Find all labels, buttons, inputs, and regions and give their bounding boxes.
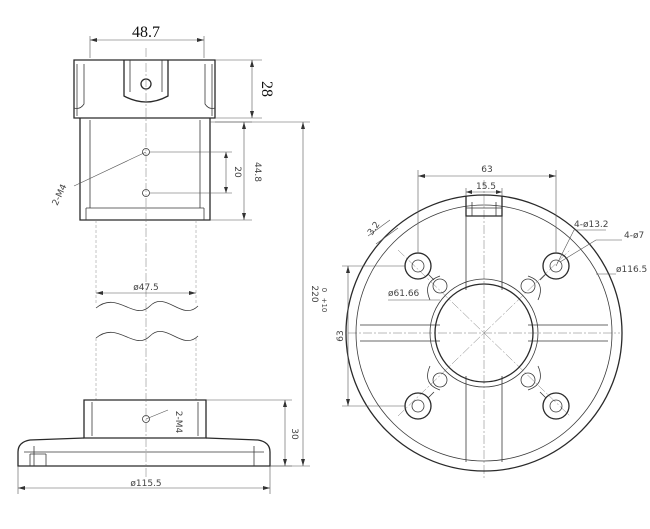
top-slot-inner: [466, 202, 502, 216]
head-inner-line: [76, 64, 213, 116]
top-holes-label: 2-M4: [51, 183, 70, 208]
dim-base-height-label: 30: [289, 428, 299, 440]
ribs: [360, 216, 608, 462]
outer-flange: [345, 194, 623, 472]
dim-hole-spacing-label: 20: [232, 166, 242, 178]
dim-base-diameter-label: ø115.5: [130, 479, 161, 489]
dim-base-diameter: [17, 466, 271, 494]
side-view: 48.7 28 44.8 20 2-M4 ø47.5 220 +10 0 2-M…: [17, 24, 328, 494]
chamfer-label: 3.2: [366, 220, 382, 237]
base-boss-outline: [83, 399, 207, 439]
dim-base-height: [206, 399, 292, 467]
head-fillets: [73, 64, 216, 109]
bore-notch-tr: [520, 278, 536, 294]
plan-diagonal-1: [397, 249, 571, 417]
break-line-lower: [95, 330, 199, 342]
dim-total-height-label: 220: [309, 285, 319, 302]
bore-notch-bl: [432, 372, 448, 388]
top-slot: [465, 196, 503, 217]
dim-top-width: [89, 36, 205, 58]
base-flange-inner: [24, 446, 264, 466]
bore-diameter-label: ø61.66: [388, 289, 420, 299]
dim-tube-diameter-label: ø47.5: [133, 283, 159, 293]
dim-bolt-spacing-label: 63: [336, 330, 346, 341]
collar-inner: [86, 120, 204, 209]
dim-total-height-tol-upper: +10: [320, 298, 328, 313]
mount-holes-label: 4-ø13.2: [574, 220, 609, 230]
center-bore-chamfer: [429, 278, 539, 388]
base-hole-leader: [145, 409, 169, 420]
dim-slot-span-label: 63: [481, 165, 492, 175]
collar-bottom-step: [85, 208, 205, 220]
mount-holes-inner-leader: [559, 239, 622, 263]
center-bore: [434, 283, 534, 383]
base-holes-label: 2-M4: [173, 411, 183, 434]
outer-flange-inner: [355, 204, 613, 462]
plan-view: 63 15.5 4-ø13.2 4-ø7 ø116.5 ø61.66 63 3.…: [336, 165, 647, 478]
dim-top-width-label: 48.7: [132, 24, 160, 41]
dim-head-height-label: 28: [258, 81, 275, 97]
top-holes-leader: [73, 151, 147, 187]
dim-slot-span: [417, 170, 557, 254]
mount-hole-tl: [404, 252, 432, 280]
chamfer-leader: [367, 219, 399, 245]
head-lug-inner: [129, 60, 163, 92]
dim-tube-height-label: 44.8: [252, 162, 262, 182]
dim-head-height-arrows: [250, 60, 254, 118]
dim-head-height: [215, 59, 262, 119]
bore-notch-br: [520, 372, 536, 388]
mount-holes-leader: [555, 229, 606, 267]
mount-hole-br: [542, 392, 570, 420]
dim-base-height-arrows: [283, 400, 287, 466]
dim-bolt-spacing: [342, 265, 406, 407]
dim-total-height-tol-lower: 0: [320, 288, 328, 292]
base-boss-inner: [91, 402, 199, 436]
boss-lobes: [427, 275, 541, 391]
base-flange-outline: [17, 437, 271, 467]
plan-diagonal-2: [397, 249, 571, 417]
dim-slot-width-label: 15.5: [476, 182, 496, 192]
outer-diameter-label: ø116.5: [616, 265, 647, 275]
break-line-upper: [95, 300, 199, 312]
hole-links: [427, 273, 547, 399]
bore-notch-tl: [432, 278, 448, 294]
mount-holes-inner-label: 4-ø7: [624, 231, 644, 241]
collar-outline: [79, 118, 211, 221]
dim-tube-height: [210, 121, 252, 221]
dim-hole-spacing: [150, 151, 232, 194]
base-foot-left: [29, 453, 47, 466]
